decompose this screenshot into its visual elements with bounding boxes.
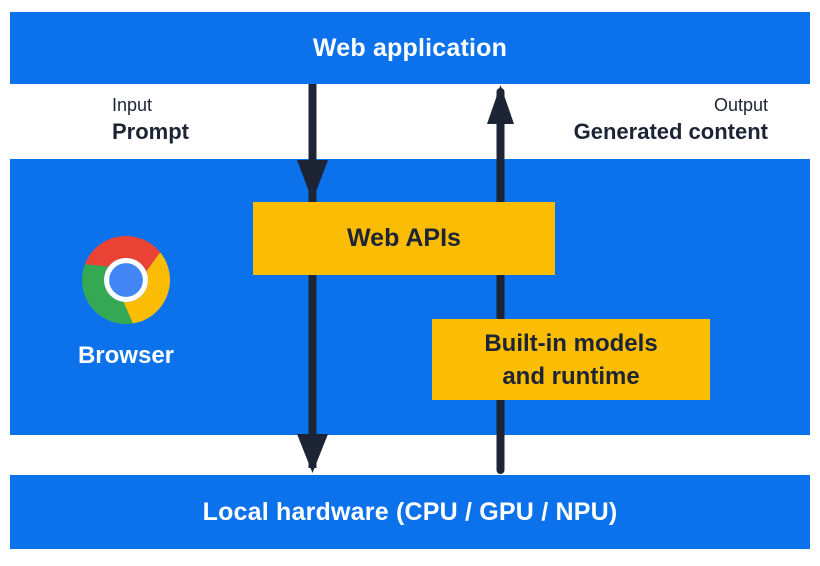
builtin-models-box: Built-in models and runtime (432, 319, 710, 400)
input-label-group: Input Prompt (112, 96, 189, 143)
builtin-models-label-line2: and runtime (502, 362, 640, 390)
web-application-label: Web application (312, 33, 508, 62)
browser-group: Browser (46, 236, 206, 370)
web-apis-box: Web APIs (253, 202, 555, 275)
input-label: Input (112, 95, 153, 115)
local-hardware-band: Local hardware (CPU / GPU / NPU) (10, 475, 810, 549)
input-value-label: Prompt (112, 119, 189, 144)
local-hardware-label: Local hardware (CPU / GPU / NPU) (202, 497, 618, 526)
web-apis-label: Web APIs (347, 224, 461, 252)
chrome-icon (82, 236, 170, 324)
web-application-band: Web application (10, 12, 810, 84)
browser-label: Browser (77, 342, 175, 369)
output-value-label: Generated content (573, 119, 768, 144)
output-label-group: Output Generated content (574, 96, 768, 143)
builtin-models-label-line1: Built-in models (484, 329, 658, 357)
output-label: Output (713, 95, 768, 115)
